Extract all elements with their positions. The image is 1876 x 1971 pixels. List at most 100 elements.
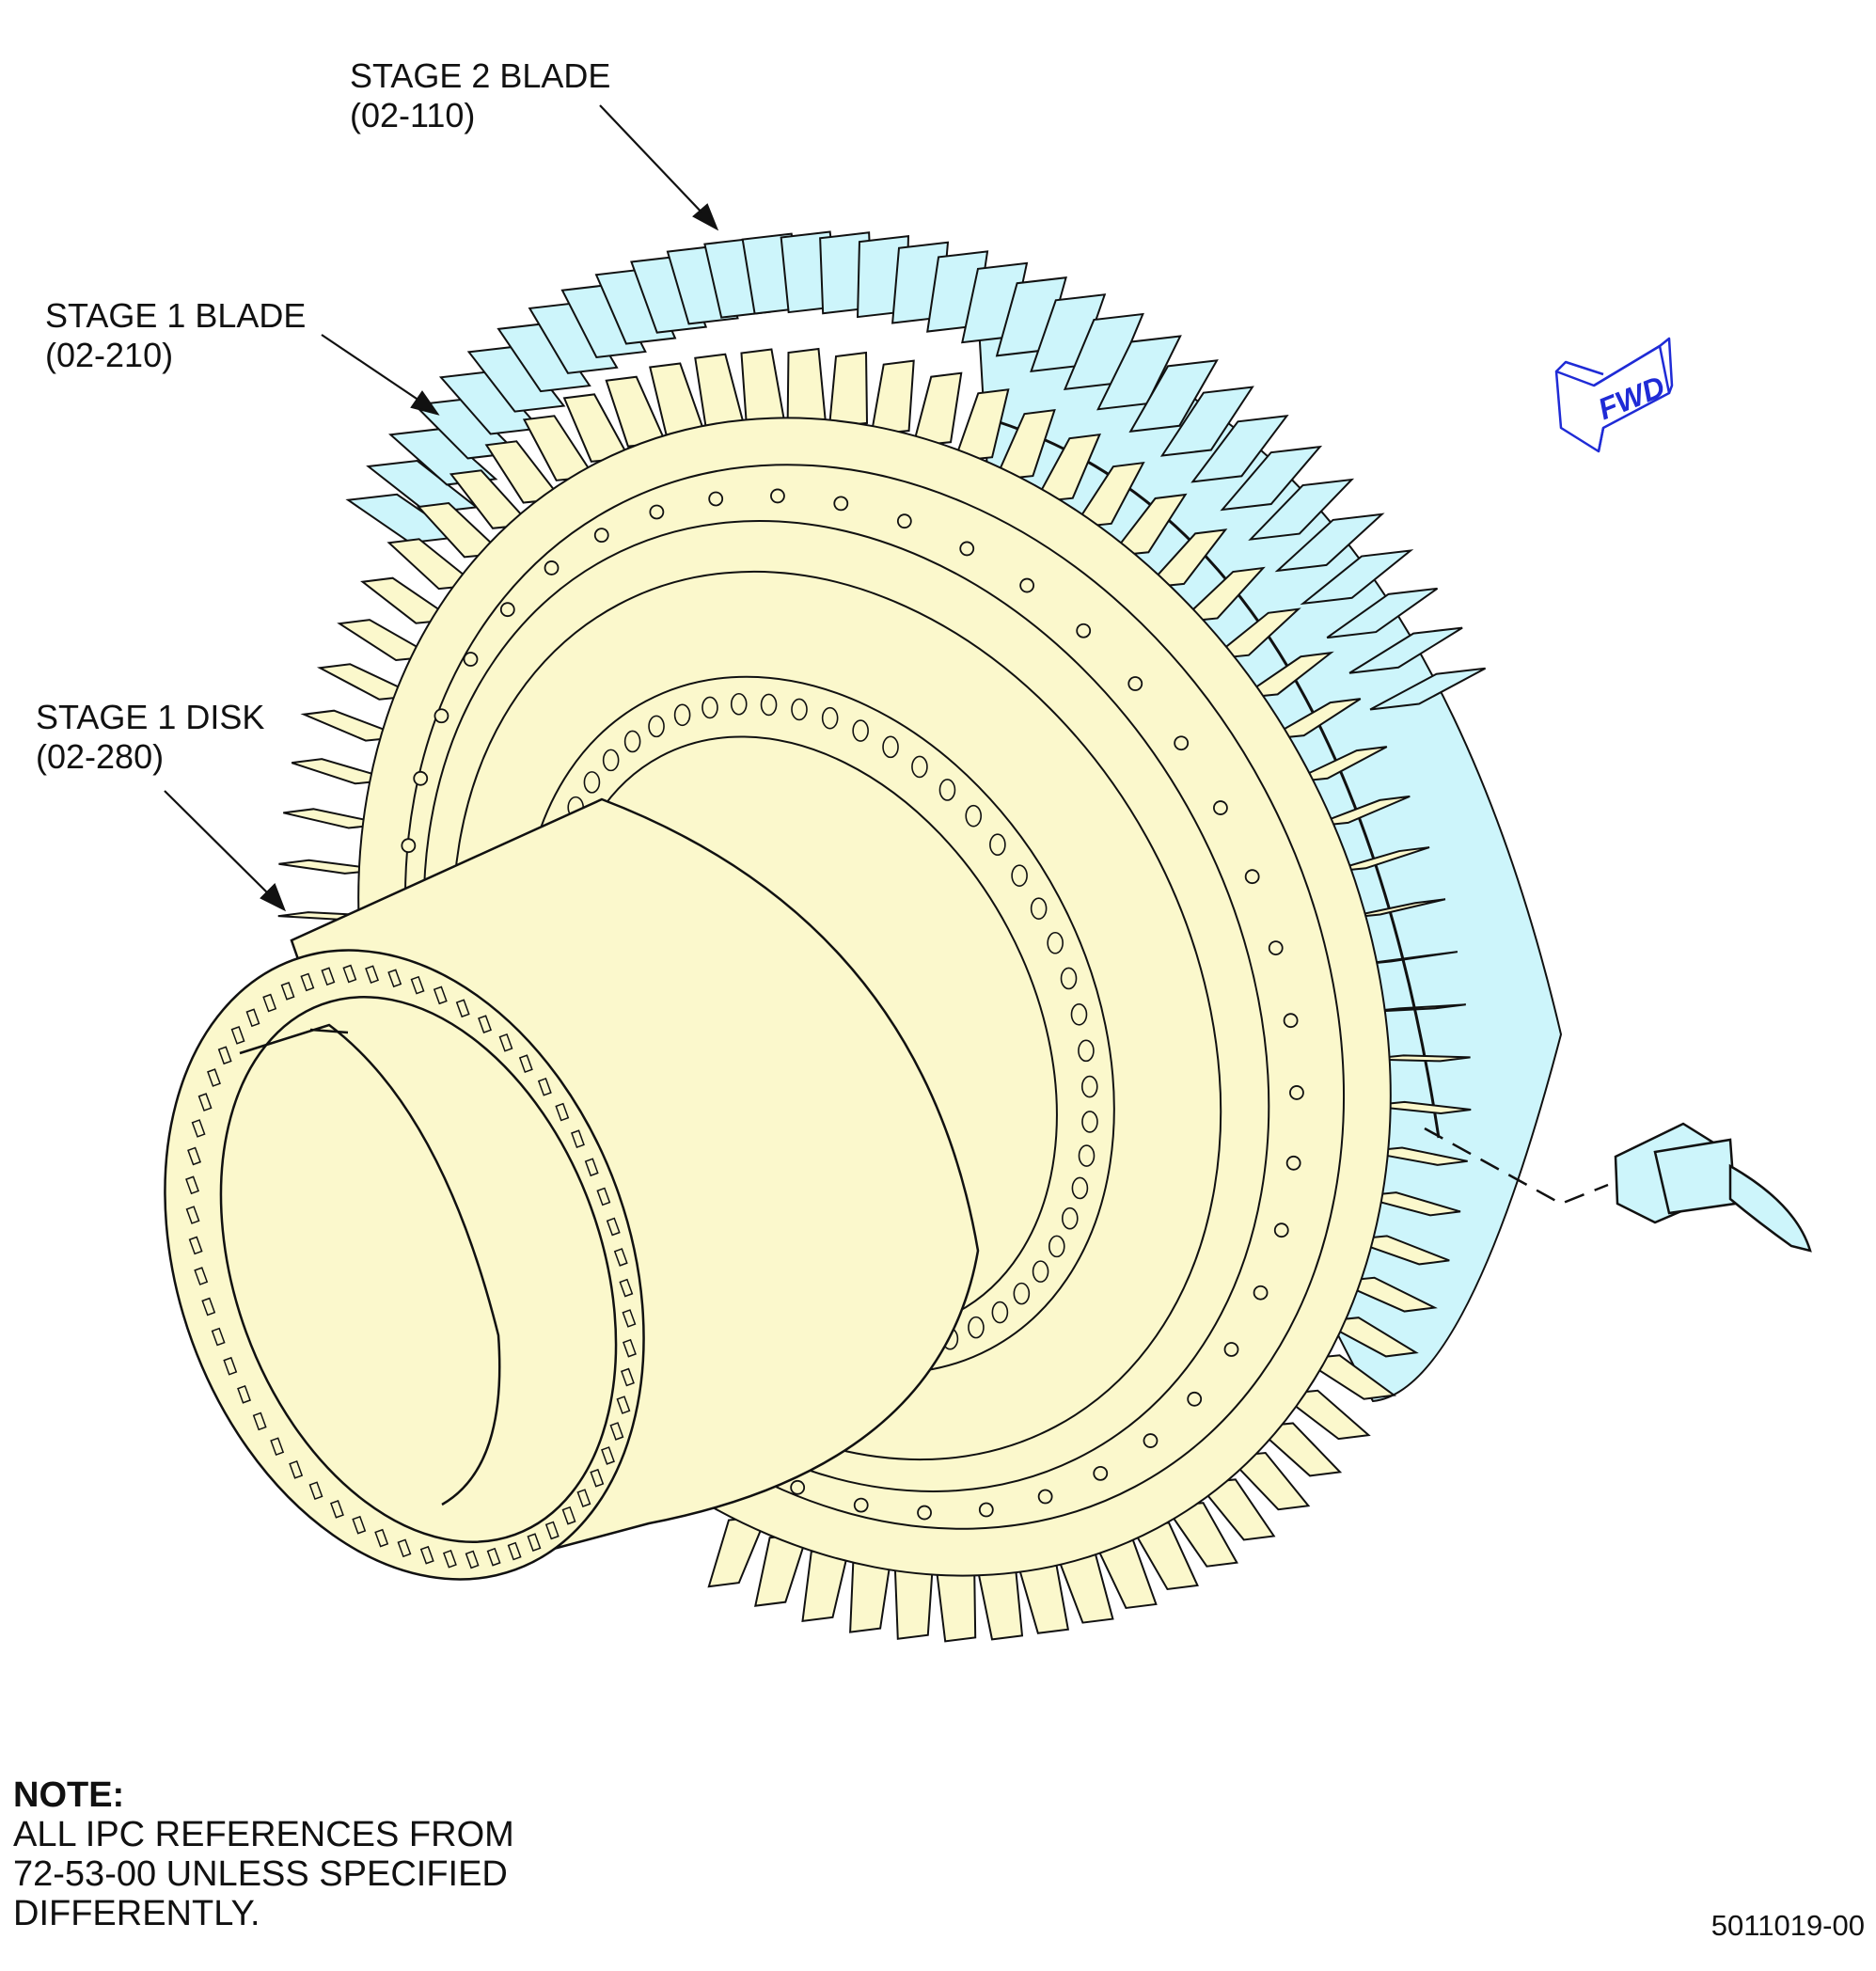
bolt-hole [760, 693, 778, 717]
bolt-hole [1071, 1176, 1089, 1200]
rim-hole [1223, 1342, 1239, 1357]
stage1-blade [828, 351, 869, 429]
stage1-blade [1143, 528, 1228, 590]
shaft-slot [590, 1468, 605, 1488]
bolt-hole [1048, 1235, 1065, 1258]
stage2-blade [1190, 415, 1289, 483]
stage1-blade [1364, 1146, 1468, 1166]
stage1-disk-arrowhead [260, 883, 287, 912]
bolt-hole [1047, 931, 1064, 954]
shaft-slot [433, 986, 448, 1005]
stage2-blade [1274, 512, 1385, 573]
shaft-slot [455, 999, 470, 1018]
shaft-slot [270, 1437, 285, 1457]
shaft-slot [410, 975, 425, 995]
bolt-hole [1078, 1144, 1096, 1167]
shaft-slot [527, 1533, 542, 1552]
stage1-disk-callout: STAGE 1 DISK (02-280) [36, 698, 264, 777]
rim-hole [770, 488, 785, 504]
shaft-slot [397, 1538, 412, 1558]
shaft-slot [561, 1506, 576, 1525]
stage2-leader [599, 104, 708, 219]
stage1-blade [976, 1565, 1024, 1641]
rim-hole [463, 652, 479, 667]
fwd-arrow-icon: FWD [1554, 337, 1674, 453]
bolt-hole [702, 696, 718, 719]
stage1-blade [786, 347, 827, 425]
shaft-slot [245, 1008, 260, 1028]
shaft-slot [544, 1521, 560, 1540]
shaft-slot [498, 1033, 513, 1052]
bolt-hole [968, 1316, 985, 1339]
bolt-hole [1011, 864, 1028, 887]
note-block: NOTE: ALL IPC REFERENCES FROM 72-53-00 U… [13, 1775, 514, 1933]
note-line-2: 72-53-00 UNLESS SPECIFIED [13, 1854, 508, 1894]
shaft-slot [217, 1046, 232, 1065]
stage2-blade [366, 459, 480, 514]
stage1-blade [1207, 607, 1301, 661]
shaft-slot [576, 1489, 591, 1507]
rim-hole [1213, 800, 1228, 815]
shaft-slot [197, 1093, 213, 1112]
stage2-blade [1348, 626, 1463, 674]
shaft-slot [622, 1309, 637, 1328]
shaft-slot [187, 1146, 201, 1166]
bolt-hole [911, 755, 928, 779]
bolt-hole [730, 692, 748, 716]
stage1-blade [1366, 1100, 1472, 1115]
bolt-hole [965, 804, 983, 828]
stage2-blade [1063, 312, 1144, 391]
stage1-blade [1361, 1003, 1466, 1014]
shaft-slot [465, 1550, 480, 1569]
rim-hole [1253, 1285, 1269, 1301]
stage1-blade [1365, 1054, 1471, 1063]
stage1-blade [936, 1566, 977, 1643]
shaft-slot [211, 1327, 226, 1347]
stage1-disk-shaft [164, 797, 980, 1581]
stage1-disk-leader [164, 790, 274, 899]
shaft-slot [230, 1026, 245, 1045]
rim-hole [1285, 1155, 1301, 1171]
shaft-slot [185, 1175, 199, 1195]
shaft-slot [188, 1236, 203, 1255]
shaft-slot [374, 1528, 389, 1548]
shaft-slot [555, 1102, 570, 1122]
stage1-blade [911, 371, 963, 448]
stage1-disk-name: STAGE 1 DISK [36, 698, 265, 736]
bolt-hole [1061, 1206, 1079, 1230]
stage1-blade [1109, 493, 1188, 558]
shaft-slot [330, 1500, 344, 1519]
shaft-slot [289, 1460, 304, 1479]
shaft-slot [507, 1541, 522, 1561]
rim-hole [1093, 1465, 1109, 1481]
bolt-hole [1070, 1003, 1088, 1026]
fwd-arrow-depth [1593, 337, 1674, 394]
bolt-hole [1060, 967, 1078, 990]
rim-hole [833, 496, 849, 512]
shaft-slot [419, 1545, 434, 1565]
shaft-slot [601, 1446, 615, 1465]
shaft-slot [584, 1158, 599, 1177]
note-heading: NOTE: [13, 1775, 125, 1815]
stage1-blade [1239, 651, 1334, 700]
shaft-slot [606, 1217, 621, 1237]
shaft-slot [387, 969, 402, 988]
rim-hole [896, 513, 912, 529]
rim-hole [1273, 1222, 1289, 1238]
stage1-blade-ref: (02-210) [45, 336, 174, 374]
bolt-hole [583, 771, 601, 794]
rim-hole [978, 1502, 994, 1518]
bolt-hole [1032, 1260, 1049, 1283]
stage1-blade-leader [321, 334, 426, 405]
shaft-slot [262, 993, 277, 1013]
note-line-3: DIFFERENTLY. [13, 1894, 260, 1933]
stage2-blade [1248, 478, 1355, 541]
stage1-blade [1310, 795, 1411, 828]
bolt-hole [821, 706, 839, 730]
shaft-slot [619, 1278, 634, 1298]
stage2-blade-name: STAGE 2 BLADE [350, 56, 611, 95]
stage1-disk-ref: (02-280) [36, 737, 165, 776]
stage1-blade [870, 359, 915, 436]
stage1-blade [1176, 566, 1266, 623]
stage2-blade [1300, 549, 1414, 606]
